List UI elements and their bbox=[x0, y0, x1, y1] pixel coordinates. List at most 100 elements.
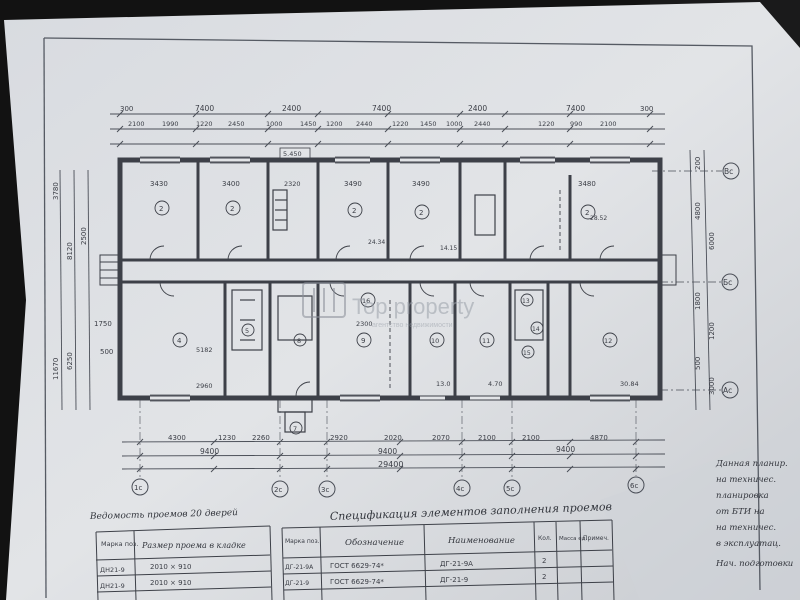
dimension-tick bbox=[136, 438, 144, 446]
side-note-line: на техничес. bbox=[716, 523, 776, 533]
room-label: 13.0 bbox=[436, 380, 450, 388]
side-note-line: на техничес. bbox=[716, 475, 776, 485]
top-dim: 7400 bbox=[195, 104, 214, 113]
side-note-line: в эксплуатац. bbox=[716, 539, 781, 549]
top-dim: 1450 bbox=[420, 120, 437, 128]
watermark-logo-icon bbox=[302, 282, 346, 318]
dimension-tick bbox=[314, 125, 322, 133]
bottom-dim: 2100 bbox=[522, 434, 540, 442]
top-dim: 1200 bbox=[326, 120, 343, 128]
bottom-dim: 2100 bbox=[478, 434, 496, 442]
room-label: 24.34 bbox=[368, 239, 385, 246]
room-label: 28.52 bbox=[590, 215, 607, 222]
axis-label: Вс bbox=[724, 167, 733, 176]
axis-label: Бс bbox=[723, 278, 732, 287]
room-label: 3490 bbox=[344, 180, 362, 188]
windows bbox=[140, 158, 630, 400]
left-dim: 1750 bbox=[94, 320, 112, 328]
spec-table-cell: 2 bbox=[542, 557, 546, 565]
room-number: 2 bbox=[419, 209, 423, 217]
side-note-line: от БТИ на bbox=[716, 507, 765, 517]
dimension-tick bbox=[501, 125, 509, 133]
top-dim: 2440 bbox=[474, 120, 491, 128]
dimension-tick bbox=[508, 438, 516, 446]
right-dim: 500 bbox=[694, 357, 702, 370]
room-label: 14.15 bbox=[440, 245, 457, 252]
axis-bubble bbox=[627, 476, 645, 494]
dimension-tick bbox=[458, 438, 466, 446]
room-label: 2960 bbox=[196, 382, 213, 390]
left-dimension-lines bbox=[59, 169, 91, 411]
left-dim: 8120 bbox=[66, 242, 74, 260]
axis-bubble bbox=[318, 480, 336, 498]
top-dim: 7400 bbox=[372, 104, 391, 113]
watermark: Top property агентство недвижимости bbox=[302, 282, 474, 329]
watermark-brand: Top property bbox=[352, 294, 474, 319]
spec-table-text: Марка поз. Обозначение Наименование Кол.… bbox=[285, 535, 609, 587]
floor-plan bbox=[99, 156, 677, 433]
room-number: 2 bbox=[230, 205, 234, 213]
room-number: 2 bbox=[159, 205, 163, 213]
drawing-frame bbox=[43, 37, 761, 591]
room-number: 9 bbox=[361, 337, 365, 345]
dimension-tick bbox=[384, 125, 392, 133]
left-dim: 6250 bbox=[66, 352, 74, 370]
spec-table-cell: ДГ-21-9 bbox=[440, 576, 468, 584]
left-table-cell: 2010 × 910 bbox=[150, 563, 192, 571]
top-dim: 2440 bbox=[356, 120, 373, 128]
dimension-tick bbox=[646, 125, 654, 133]
bottom-dim: 2260 bbox=[252, 434, 270, 442]
left-dimensions: 3780 8120 2500 1750 500 6250 11670 bbox=[52, 182, 113, 380]
room-number: 2 bbox=[352, 207, 356, 215]
room-label: 4.70 bbox=[488, 380, 502, 388]
dimension-tick bbox=[116, 140, 124, 148]
right-dim: 6000 bbox=[708, 232, 716, 250]
lower-partitions bbox=[223, 282, 572, 396]
dimension-tick bbox=[323, 438, 331, 446]
dimension-tick bbox=[566, 125, 574, 133]
paper-shade bbox=[600, 430, 800, 600]
dimension-tick bbox=[396, 465, 404, 473]
left-table-cell: ДН21-9 bbox=[100, 566, 125, 574]
dimension-tick bbox=[456, 110, 464, 118]
axis-bubbles-bottom: 1с 2с 3с 4с 5с 6с bbox=[131, 400, 645, 498]
room-number: 12 bbox=[604, 337, 612, 345]
spec-table-cell: ГОСТ 6629-74* bbox=[330, 562, 384, 570]
dimension-tick bbox=[566, 110, 574, 118]
axis-bubble bbox=[271, 480, 289, 498]
dimension-tick bbox=[456, 125, 464, 133]
room-number: 15 bbox=[523, 350, 531, 357]
bottom-dim: 2920 bbox=[330, 434, 348, 442]
left-dim: 500 bbox=[100, 348, 113, 356]
dimension-tick bbox=[264, 110, 272, 118]
right-dim: 1800 bbox=[694, 292, 702, 310]
dimension-tick bbox=[116, 125, 124, 133]
bottom-dim: 2020 bbox=[384, 434, 402, 442]
left-dim: 11670 bbox=[52, 358, 60, 380]
axis-bubble bbox=[722, 162, 740, 180]
top-dimension-row1: 300 7400 2400 7400 2400 7400 300 bbox=[120, 104, 653, 113]
dimension-tick bbox=[632, 438, 640, 446]
side-note-line: Нач. подготовки bbox=[715, 559, 793, 569]
axis-label: 2с bbox=[274, 486, 282, 494]
top-dim: 300 bbox=[120, 105, 133, 113]
bottom-dim: 9400 bbox=[378, 447, 397, 456]
dimension-tick bbox=[210, 465, 218, 473]
spec-table-header: Масса ед. bbox=[559, 536, 587, 542]
room-number: 16 bbox=[362, 297, 370, 305]
room-number: 2 bbox=[585, 209, 589, 217]
side-note-line: планировка bbox=[716, 491, 769, 501]
side-note: Данная планир. на техничес. планировка о… bbox=[715, 459, 793, 569]
top-dim: 2100 bbox=[600, 120, 617, 128]
left-table-header: Марка поз. bbox=[101, 540, 138, 548]
dimension-tick bbox=[276, 438, 284, 446]
bottom-dim: 9400 bbox=[556, 445, 575, 454]
room-label: 30.84 bbox=[620, 380, 639, 388]
dimension-tick bbox=[116, 110, 124, 118]
room-labels: 3430 3400 2320 3490 3490 3480 5182 2960 … bbox=[150, 180, 639, 390]
top-dim: 2450 bbox=[228, 120, 245, 128]
axis-bubbles-right: Вс Бс Ас bbox=[652, 162, 740, 399]
dimension-tick bbox=[646, 140, 654, 148]
axis-label: 6с bbox=[630, 482, 638, 490]
bottom-dimension-row1: 4300 1230 2260 2920 2020 2070 2100 2100 … bbox=[168, 434, 608, 442]
